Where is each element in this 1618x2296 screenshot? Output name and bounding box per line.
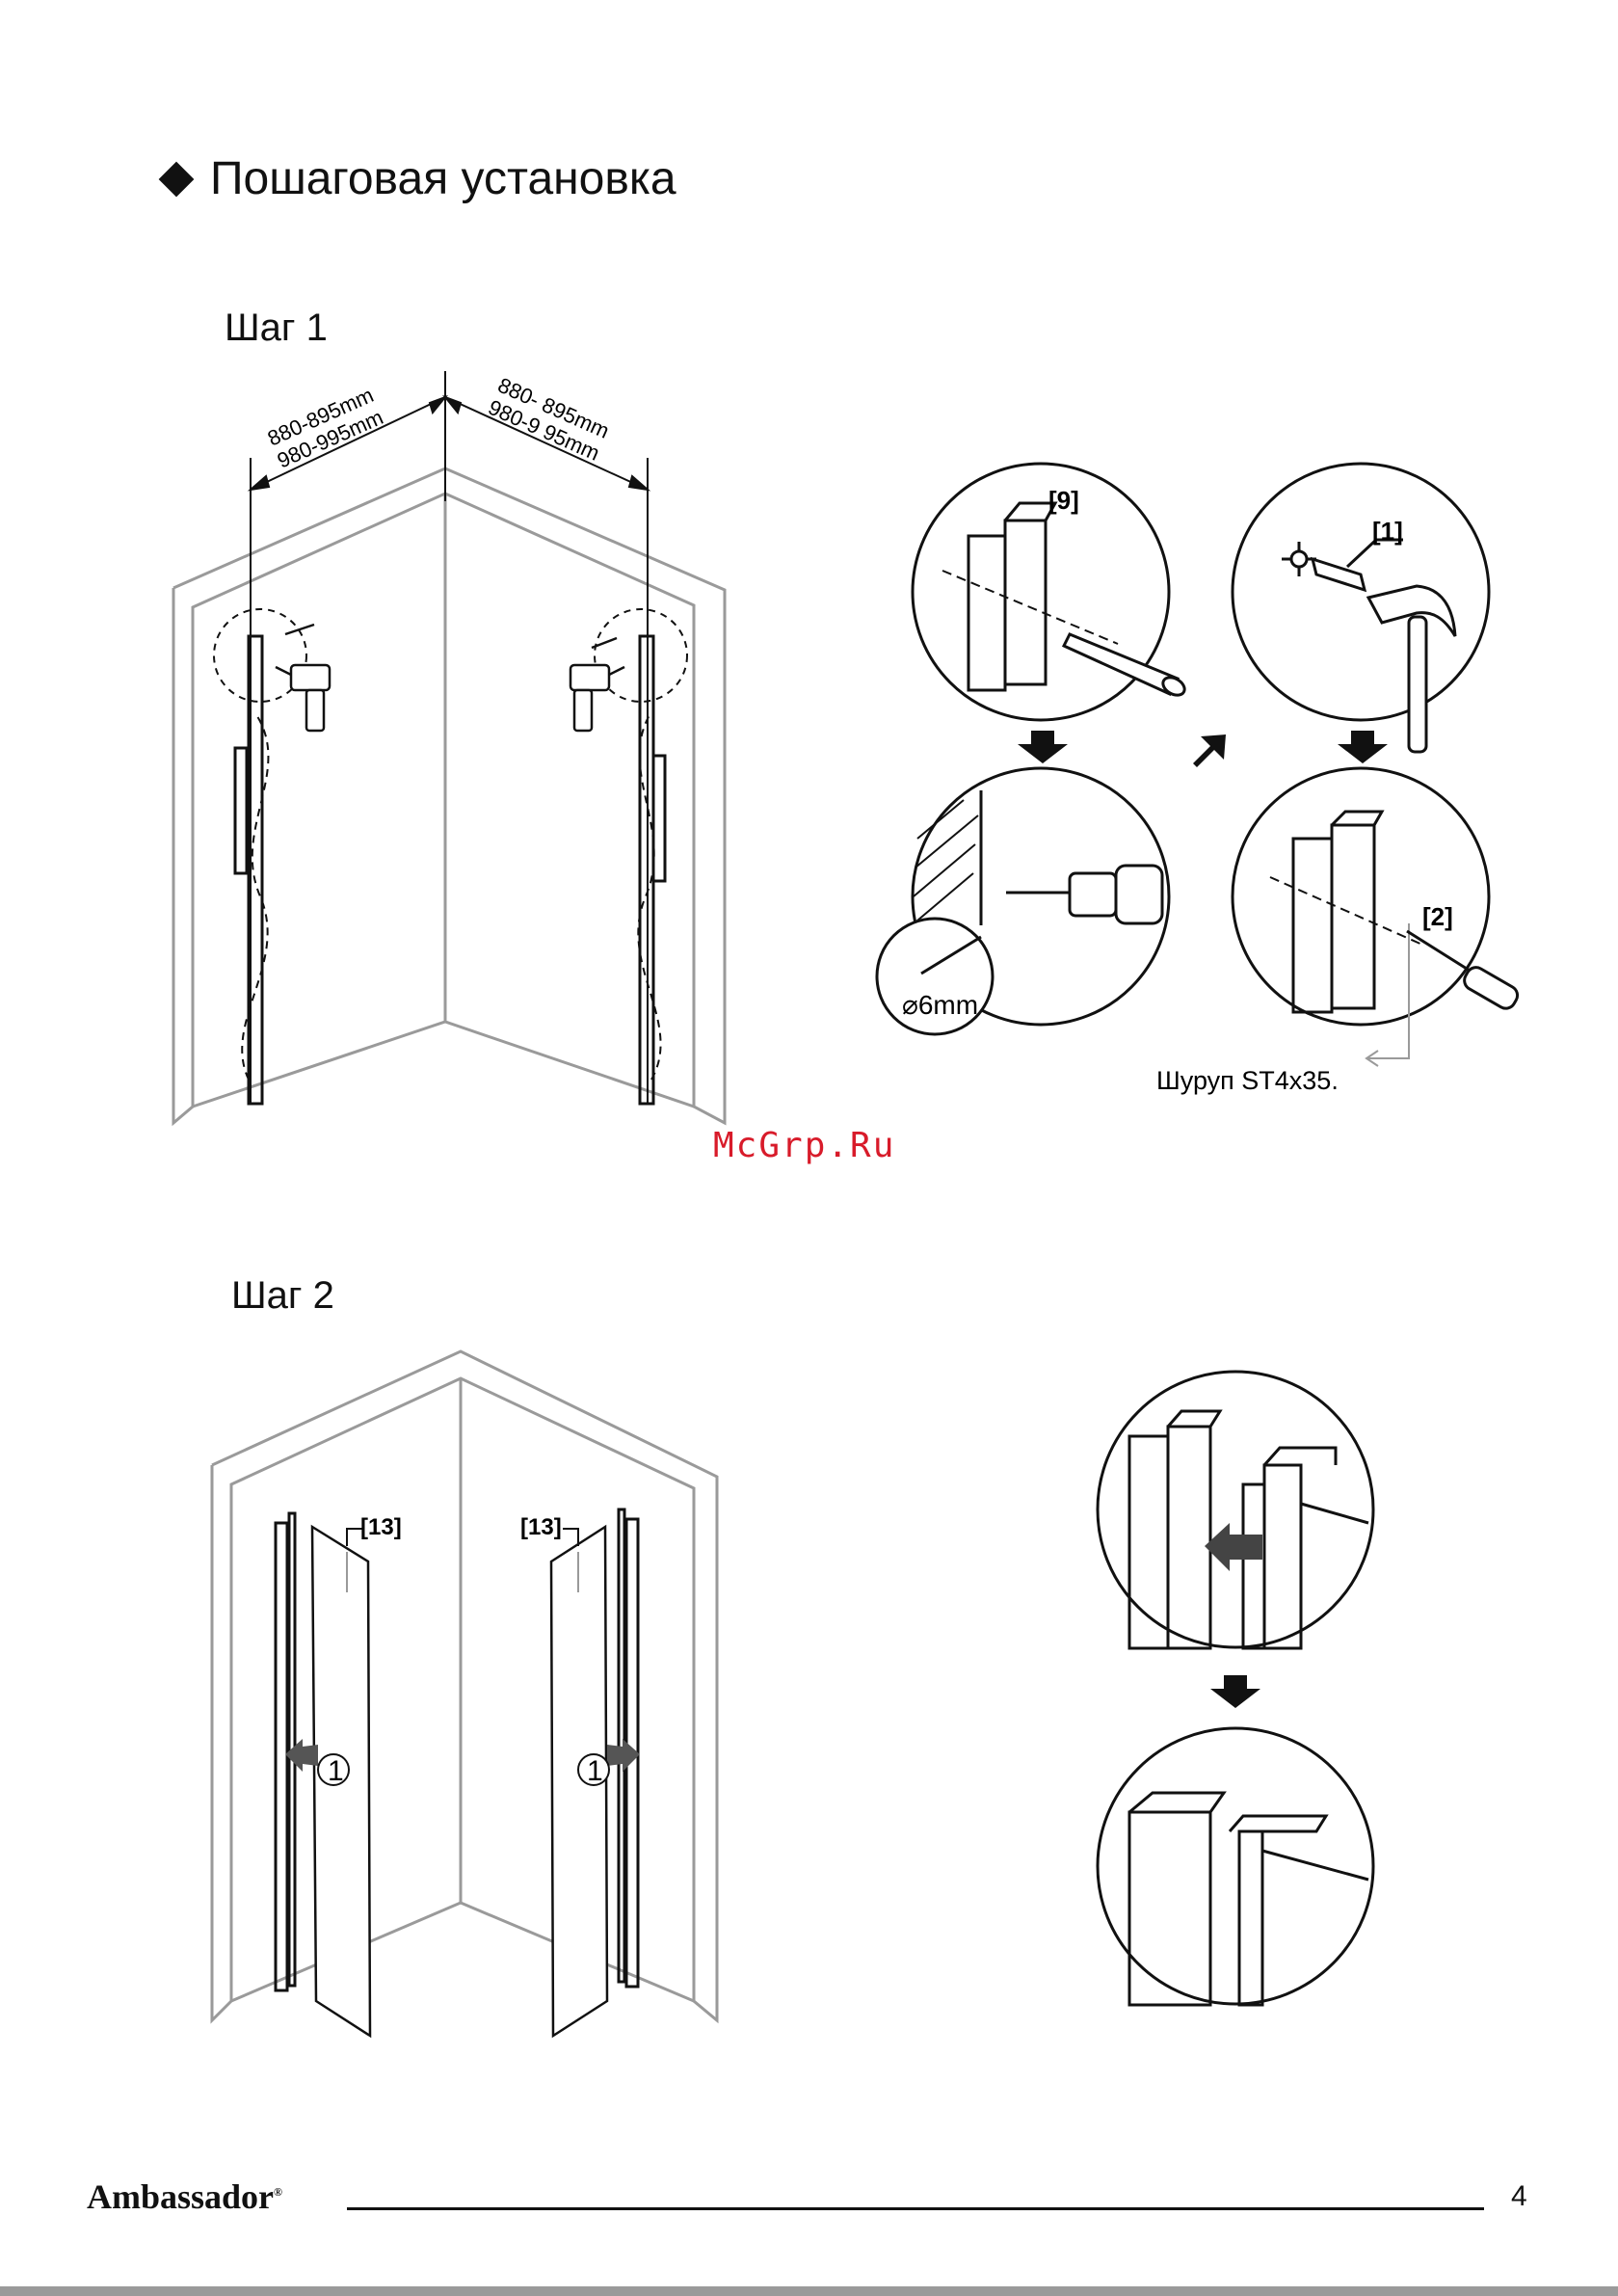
detail-panel-insert	[1098, 1372, 1373, 1648]
arrow-insert-icon	[607, 1739, 640, 1772]
arrow-down-icon	[1338, 731, 1388, 763]
brand-logo: Ambassador®	[87, 2176, 282, 2217]
marker-right-text: 1	[587, 1755, 603, 1787]
detail-panel-assembled	[1098, 1728, 1373, 2005]
screw-label: Шуруп ST4x35.	[1156, 1066, 1339, 1095]
drill-icon	[1070, 866, 1162, 923]
detail-profile-marking	[913, 464, 1169, 720]
brand-name: Ambassador	[87, 2177, 274, 2216]
step1-dimensions	[251, 371, 648, 1104]
registered-mark: ®	[274, 2185, 282, 2199]
detail-dowel-hammer	[1233, 464, 1489, 720]
arrow-down-icon	[1210, 1675, 1260, 1708]
drill-icon	[276, 625, 330, 731]
drill-size-value: 6mm	[918, 990, 978, 1020]
step1-walls	[173, 468, 725, 1123]
bottom-bar	[0, 2286, 1618, 2296]
marker-left-text: 1	[328, 1755, 344, 1787]
part-1-label: [1]	[1372, 517, 1403, 546]
arrow-insert-icon	[1205, 1523, 1262, 1571]
part-13-left-label: [13]	[360, 1514, 402, 1540]
page-number: 4	[1511, 2180, 1527, 2213]
drill-size-label: ⌀6mm	[902, 990, 978, 1020]
arrow-down-icon	[1018, 731, 1068, 763]
part-13-right-label: [13]	[520, 1514, 562, 1540]
arrow-diagonal-icon	[1193, 734, 1226, 767]
part-2-label: [2]	[1422, 902, 1453, 931]
hammer-icon	[1368, 586, 1455, 752]
footer-rule	[347, 2207, 1484, 2210]
part-9-label: [9]	[1048, 486, 1079, 515]
drill-icon	[570, 638, 624, 731]
